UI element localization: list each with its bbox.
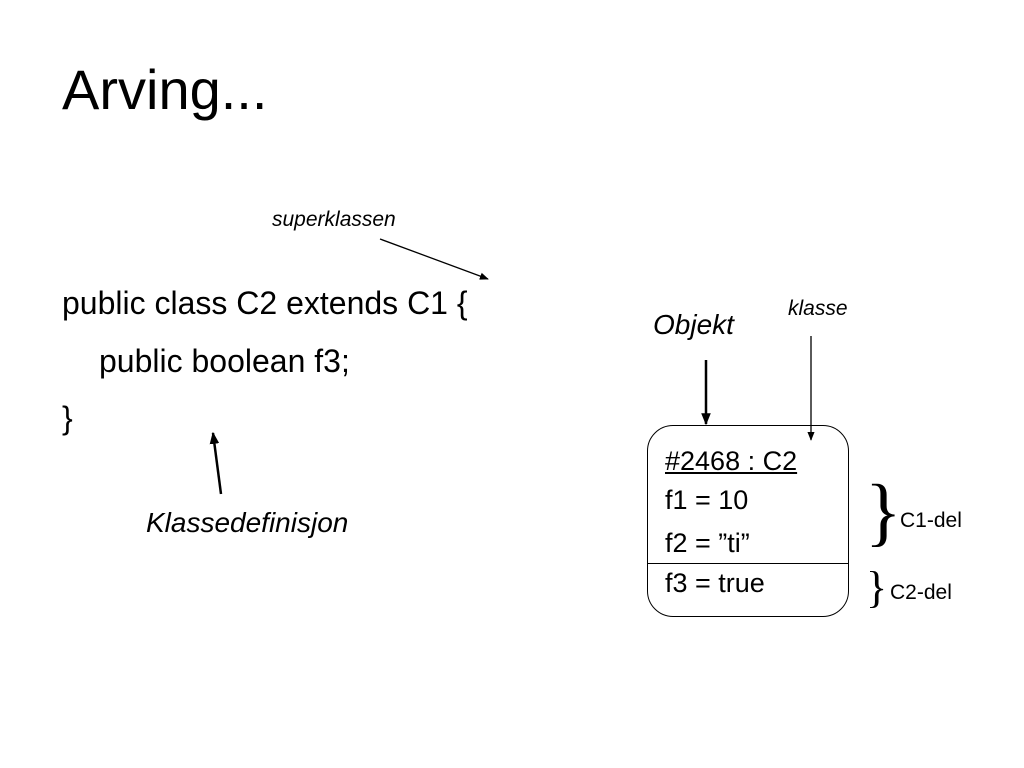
code-line-field-declaration: public boolean f3;: [99, 343, 350, 379]
klasse-annotation: klasse: [788, 297, 848, 320]
object-box: [647, 425, 849, 617]
code-line-closing-brace: }: [62, 400, 73, 436]
klassedefinisjon-annotation: Klassedefinisjon: [146, 507, 349, 538]
objekt-annotation: Objekt: [653, 309, 734, 340]
object-field-f2: f2 = ”ti”: [665, 528, 750, 558]
object-field-f3: f3 = true: [665, 568, 765, 598]
object-box-divider: [647, 563, 849, 564]
c1-part-label: C1-del: [900, 509, 962, 532]
superklassen-annotation: superklassen: [272, 208, 396, 231]
object-header: #2468 : C2: [665, 446, 798, 476]
superklassen-arrow: [379, 238, 489, 280]
object-field-f1: f1 = 10: [665, 485, 749, 515]
c1-part-brace: }: [865, 470, 902, 554]
code-line-class-declaration: public class C2 extends C1 {: [62, 285, 468, 321]
klassedefinisjon-arrow: [209, 431, 223, 495]
c2-part-brace: }: [866, 563, 888, 612]
slide-title: Arving...: [62, 58, 268, 121]
c2-part-label: C2-del: [890, 581, 952, 604]
